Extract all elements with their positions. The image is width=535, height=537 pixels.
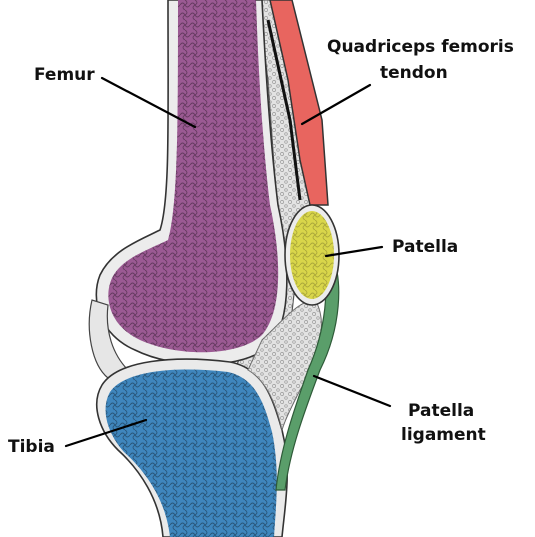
label-tibia: Tibia — [8, 437, 55, 457]
label-quadriceps-line1: Quadriceps femoris — [327, 37, 514, 57]
patella-texture — [290, 211, 334, 299]
label-patella-ligament-line2: ligament — [401, 425, 486, 445]
tibia-marrow-texture — [105, 369, 277, 537]
tendon-inner-line — [266, 19, 302, 201]
quadriceps-tendon — [269, 0, 329, 206]
label-patella: Patella — [392, 237, 458, 257]
patella-ligament-leader — [312, 374, 392, 408]
label-femur: Femur — [34, 65, 95, 85]
patella-ligament — [275, 249, 340, 491]
quadriceps-leader — [300, 83, 372, 126]
label-patella-ligament-line1: Patella — [408, 401, 474, 421]
femur-leader — [100, 76, 197, 129]
label-quadriceps-line2: tendon — [380, 63, 448, 83]
tibia-leader — [64, 418, 148, 448]
fat-pad-dots — [248, 300, 322, 430]
patella-leader — [324, 245, 384, 258]
fat-pad-texture — [235, 0, 320, 380]
femur-marrow-texture — [108, 0, 279, 353]
